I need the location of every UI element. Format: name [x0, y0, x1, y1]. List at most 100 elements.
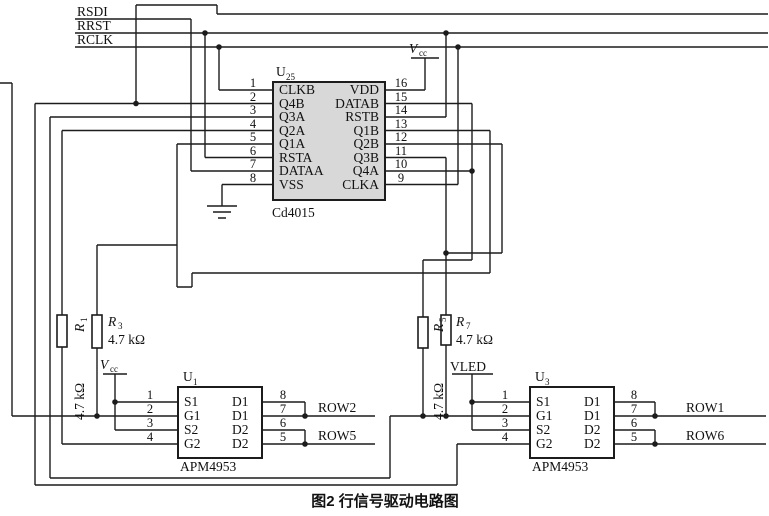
pin-name: S1 — [184, 394, 198, 409]
pin-number: 7 — [250, 157, 256, 171]
pin-number: 4 — [250, 117, 257, 131]
pin-number: 7 — [280, 402, 286, 416]
r1-ref: R 1 — [72, 318, 89, 334]
pin-number: 12 — [395, 130, 408, 144]
u3-name: APM4953 — [532, 459, 589, 474]
svg-text:4.7 kΩ: 4.7 kΩ — [72, 383, 87, 420]
u3-ref: U — [535, 369, 545, 384]
r3-ref: R — [107, 314, 117, 329]
svg-text:R: R — [431, 323, 446, 333]
resistor-r5-body — [417, 316, 429, 349]
pin-name: S1 — [536, 394, 550, 409]
pin-name: D2 — [232, 436, 249, 451]
pin-number: 9 — [398, 171, 404, 185]
pin-name: G1 — [184, 408, 201, 423]
pin-number: 4 — [147, 430, 154, 444]
r1-value: 4.7 kΩ — [72, 383, 87, 420]
pin-name: Q2B — [353, 136, 379, 151]
row5-label: ROW5 — [318, 428, 356, 443]
pin-name: D1 — [232, 408, 249, 423]
pin-name: D2 — [584, 422, 601, 437]
pin-name: Q3B — [353, 150, 379, 165]
r3-value: 4.7 kΩ — [108, 332, 145, 347]
vcc-sub-top: cc — [419, 48, 427, 58]
pin-name: CLKA — [342, 177, 379, 192]
pin-number: 4 — [502, 430, 509, 444]
u3-body — [529, 386, 615, 459]
pin-name: S2 — [536, 422, 550, 437]
pin-number: 6 — [631, 416, 637, 430]
r3-ref-sub: 3 — [118, 321, 123, 331]
pin-name: S2 — [184, 422, 198, 437]
cd4015-ref: U — [276, 64, 286, 79]
row2-label: ROW2 — [318, 400, 356, 415]
pin-number: 14 — [395, 103, 408, 117]
pin-number: 7 — [631, 402, 637, 416]
pin-number: 15 — [395, 90, 408, 104]
pin-number: 5 — [280, 430, 286, 444]
u1-body — [177, 386, 263, 459]
pin-number: 1 — [502, 388, 508, 402]
pin-name: Q1B — [353, 123, 379, 138]
vled-label: VLED — [450, 359, 486, 374]
pin-name: CLKB — [279, 82, 315, 97]
row6-label: ROW6 — [686, 428, 724, 443]
pin-name: DATAB — [335, 96, 379, 111]
pin-number: 6 — [250, 144, 256, 158]
r5-value: 4.7 kΩ — [431, 383, 446, 420]
cd4015-body — [272, 81, 386, 201]
pin-name: D2 — [584, 436, 601, 451]
signal-label-rrst: RRST — [77, 18, 112, 33]
signal-label-rsdi: RSDI — [77, 4, 108, 19]
r5-ref: R 5 — [431, 317, 448, 333]
pin-name: D1 — [584, 408, 601, 423]
pin-name: G1 — [536, 408, 553, 423]
pin-number: 8 — [631, 388, 637, 402]
pin-name: Q3A — [279, 109, 305, 124]
svg-text:R: R — [72, 323, 87, 333]
pin-name: D1 — [584, 394, 601, 409]
pin-number: 8 — [280, 388, 286, 402]
pin-name: Q2A — [279, 123, 305, 138]
pin-number: 16 — [395, 76, 408, 90]
pin-number: 8 — [250, 171, 256, 185]
svg-text:1: 1 — [79, 318, 89, 323]
u1-ref: U — [183, 369, 193, 384]
svg-text:4.7 kΩ: 4.7 kΩ — [431, 383, 446, 420]
figure-caption: 图2 行信号驱动电路图 — [311, 492, 459, 510]
pin-number: 5 — [631, 430, 637, 444]
pin-number: 5 — [250, 130, 256, 144]
u1-name: APM4953 — [180, 459, 237, 474]
pin-number: 3 — [502, 416, 508, 430]
r7-ref: R — [455, 314, 465, 329]
pin-name: VSS — [279, 177, 304, 192]
vcc-label-top: V — [409, 41, 419, 56]
resistor-r3-body — [91, 314, 103, 349]
pin-number: 6 — [280, 416, 286, 430]
u1-ref-sub: 1 — [193, 377, 198, 387]
junction-dots — [94, 30, 658, 447]
cd4015-name: Cd4015 — [272, 205, 315, 220]
pin-name: D2 — [232, 422, 249, 437]
pin-name: DATAA — [279, 163, 324, 178]
pin-number: 2 — [502, 402, 508, 416]
pin-name: Q1A — [279, 136, 305, 151]
pin-name: VDD — [350, 82, 379, 97]
pin-number: 2 — [147, 402, 153, 416]
pin-name: G2 — [536, 436, 553, 451]
pin-name: RSTA — [279, 150, 313, 165]
cd4015-ref-sub: 25 — [286, 72, 296, 82]
pin-number: 10 — [395, 157, 408, 171]
pin-number: 2 — [250, 90, 256, 104]
pin-number: 1 — [250, 76, 256, 90]
pin-number: 1 — [147, 388, 153, 402]
r7-value: 4.7 kΩ — [456, 332, 493, 347]
resistor-r7-body — [440, 314, 452, 346]
pin-number: 13 — [395, 117, 408, 131]
pin-number: 3 — [250, 103, 256, 117]
u3-ref-sub: 3 — [545, 377, 550, 387]
pin-name: Q4A — [353, 163, 379, 178]
pin-name: Q4B — [279, 96, 305, 111]
